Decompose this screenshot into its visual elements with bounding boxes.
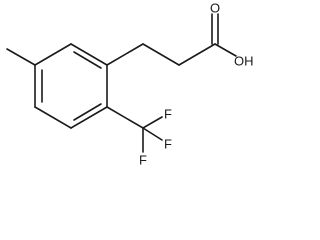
ring-bond-c1-c2 <box>70 43 108 66</box>
cf-bond-top <box>142 116 163 129</box>
benzene-ring <box>34 43 108 129</box>
ring-double-bond-inner-1 <box>73 51 102 69</box>
fluorine-top-label: F <box>164 106 172 121</box>
trifluoromethyl-group <box>106 106 163 153</box>
ring-bond-c6-c1 <box>34 43 72 66</box>
ring-bond-c3-c4 <box>70 106 108 129</box>
fluorine-right-label: F <box>164 136 172 151</box>
cf-bond-right <box>142 127 163 141</box>
chemical-structure: O OH F F F <box>6 0 254 167</box>
chain-bond-1 <box>106 43 144 66</box>
methyl-bond <box>6 48 36 66</box>
chain-bond-2 <box>142 43 180 66</box>
ring-bond-c4-c5 <box>34 106 72 129</box>
cf3-attach-bond <box>106 106 144 129</box>
oxygen-carbonyl-label: O <box>210 0 220 15</box>
ring-double-bond-inner-2 <box>73 103 102 121</box>
propanoic-acid-chain <box>106 13 237 66</box>
chain-bond-3 <box>178 43 216 66</box>
hydroxyl-bond <box>214 43 237 57</box>
fluorine-bottom-label: F <box>139 152 147 167</box>
hydroxyl-label: OH <box>234 53 254 68</box>
